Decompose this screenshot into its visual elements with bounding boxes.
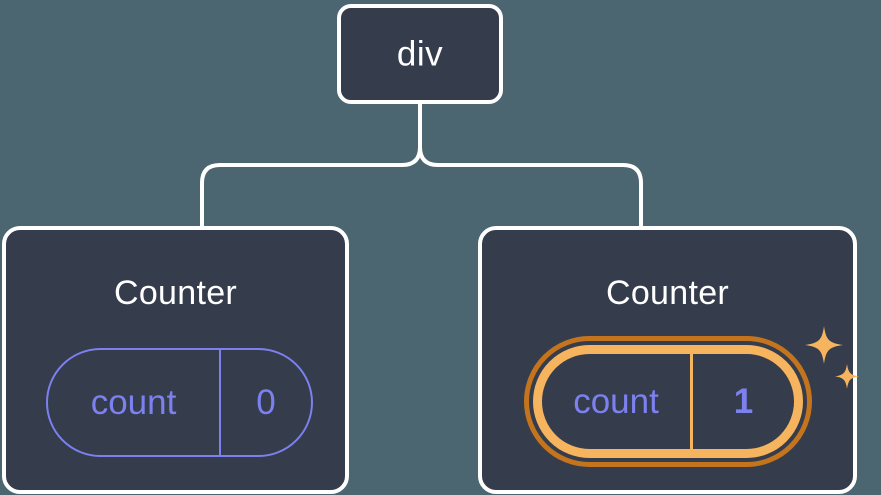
state-value-label: 0 xyxy=(256,383,276,422)
node-counter-right[interactable]: Counter count 1 xyxy=(478,226,859,494)
connector-branch-left xyxy=(200,146,422,226)
state-key-label: count xyxy=(542,354,693,449)
sparkle-group xyxy=(805,326,859,389)
node-counter-right-label: Counter xyxy=(605,274,730,312)
sparkle-icon xyxy=(805,326,843,364)
state-key-label: count xyxy=(48,350,221,455)
sparkle-icon xyxy=(835,364,859,389)
state-pill-inner-ring: count 1 xyxy=(533,345,803,458)
connector-branch-right xyxy=(418,146,643,226)
state-pill-count-right[interactable]: count 1 xyxy=(524,336,812,467)
node-div[interactable]: div xyxy=(337,4,503,104)
node-counter-left[interactable]: Counter count 0 xyxy=(2,226,349,494)
state-value-label: 1 xyxy=(733,382,754,421)
state-pill-count-left[interactable]: count 0 xyxy=(46,348,313,457)
node-counter-left-label: Counter xyxy=(113,274,238,312)
node-div-label: div xyxy=(396,34,444,74)
